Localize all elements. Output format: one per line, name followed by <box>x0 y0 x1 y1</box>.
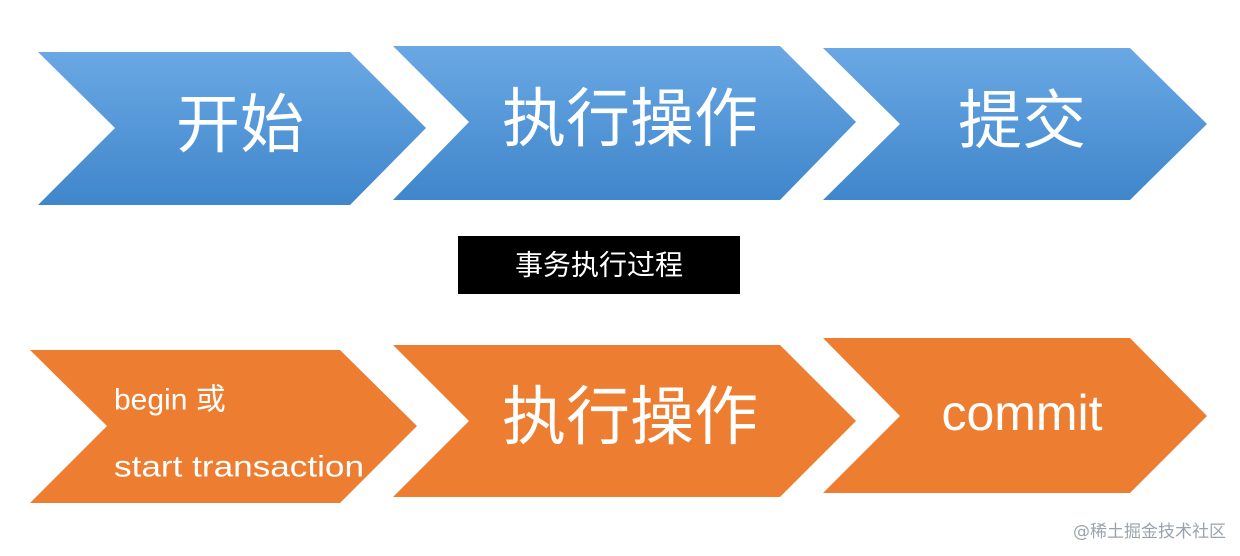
bottom-row: begin 或 start transaction 执行操作 commit <box>30 338 1207 503</box>
chevron-begin-shape <box>30 350 417 503</box>
chevron-commit-bottom-shape <box>823 338 1207 493</box>
watermark: @稀土掘金技术社区 <box>1073 522 1226 542</box>
chevron-execute-bottom: 执行操作 <box>393 345 856 497</box>
caption-background <box>458 236 740 294</box>
chevron-commit-top: 提交 <box>823 48 1207 200</box>
chevron-start-shape <box>38 52 426 205</box>
chevron-begin-line1: begin 或 <box>114 384 226 417</box>
top-row: 开始 执行操作 提交 <box>38 46 1207 205</box>
caption-label: 事务执行过程 <box>515 249 683 282</box>
chevron-execute-top-label: 执行操作 <box>502 83 758 157</box>
chevron-commit-top-label: 提交 <box>958 85 1086 159</box>
chevron-execute-bottom-shape <box>393 345 856 497</box>
chevron-commit-bottom-label: commit <box>941 385 1102 441</box>
chevron-execute-top: 执行操作 <box>393 46 856 200</box>
chevron-start: 开始 <box>38 52 426 205</box>
caption-box: 事务执行过程 <box>458 236 740 294</box>
chevron-commit-bottom: commit <box>823 338 1207 493</box>
chevron-execute-top-shape <box>393 46 856 200</box>
chevron-begin-line2: start transaction <box>114 451 364 484</box>
chevron-execute-bottom-label: 执行操作 <box>502 381 758 455</box>
chevron-begin: begin 或 start transaction <box>30 350 417 503</box>
chevron-start-label: 开始 <box>176 89 304 163</box>
chevron-commit-top-shape <box>823 48 1207 200</box>
